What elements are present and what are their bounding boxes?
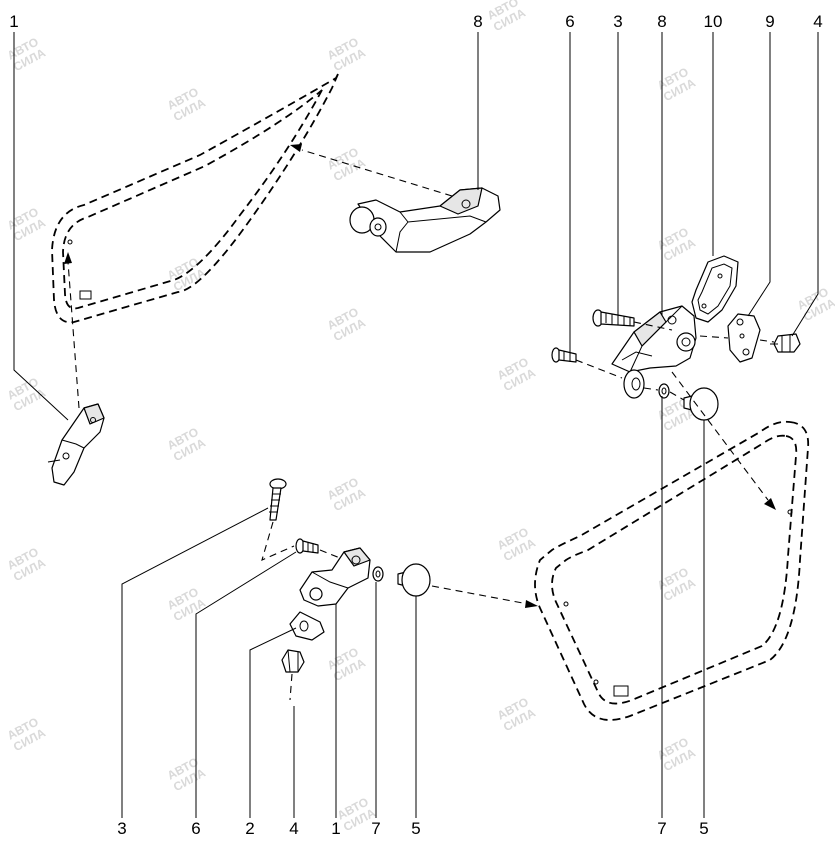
axis-line-screw bbox=[575, 359, 623, 379]
callout-3-bottom: 3 bbox=[117, 819, 126, 838]
axis-line-nut-lower bbox=[289, 673, 293, 701]
callout-10-top: 10 bbox=[704, 12, 723, 31]
callout-2-bottom: 2 bbox=[245, 819, 254, 838]
assembly-arrow-right bbox=[671, 371, 776, 510]
axis-line-plate bbox=[699, 335, 775, 343]
callout-labels: 1 8 6 3 8 10 9 4 3 6 2 4 1 7 5 7 5 bbox=[9, 12, 822, 838]
assembly-arrow-left bbox=[64, 252, 80, 409]
axis-line-bolt-lower bbox=[261, 521, 295, 561]
glass-hinge-lower bbox=[299, 547, 371, 607]
callout-4-top: 4 bbox=[813, 12, 822, 31]
callout-5-bottom-right: 5 bbox=[699, 819, 708, 838]
bolt-lower-long bbox=[269, 478, 287, 521]
callout-7-bottom-right: 7 bbox=[657, 819, 666, 838]
glass-clip-mark-lower bbox=[613, 685, 629, 697]
callout-7-bottom: 7 bbox=[371, 819, 380, 838]
callout-4-bottom: 4 bbox=[289, 819, 298, 838]
callout-6-bottom: 6 bbox=[191, 819, 200, 838]
washer-upper bbox=[623, 369, 645, 399]
mounting-plate bbox=[727, 313, 761, 363]
axis-line-bolt bbox=[633, 321, 673, 331]
hinge-lever-right bbox=[611, 305, 697, 373]
callout-1-bottom: 1 bbox=[331, 819, 340, 838]
seal-plate-lower bbox=[289, 611, 325, 641]
washer-lower bbox=[372, 566, 384, 582]
cover-cap-lower bbox=[397, 563, 431, 597]
leader-lines bbox=[13, 32, 819, 818]
small-ring-upper bbox=[658, 383, 670, 399]
axis-line-screw-lower bbox=[319, 549, 341, 559]
clip-nut-lower bbox=[281, 649, 305, 673]
clip-nut-upper bbox=[770, 333, 801, 353]
lower-glass-outline bbox=[534, 420, 810, 721]
hinge-lever-upper bbox=[349, 187, 501, 253]
callout-8-top-right: 8 bbox=[657, 12, 666, 31]
callout-9-top: 9 bbox=[765, 12, 774, 31]
callout-3-top: 3 bbox=[613, 12, 622, 31]
assembly-arrow-bottom bbox=[431, 585, 538, 608]
callout-5-bottom: 5 bbox=[411, 819, 420, 838]
callout-8-top: 8 bbox=[473, 12, 482, 31]
callout-6-top: 6 bbox=[565, 12, 574, 31]
callout-1-top-left: 1 bbox=[9, 12, 18, 31]
assembly-arrow-top bbox=[290, 144, 453, 197]
screw-upper-short bbox=[551, 347, 577, 363]
cover-cap-upper bbox=[683, 387, 719, 421]
axis-line-washer bbox=[643, 387, 685, 401]
upper-glass-outline bbox=[51, 73, 339, 324]
bolt-upper-long bbox=[592, 309, 635, 327]
glass-hinge-bracket-left bbox=[47, 403, 105, 486]
gasket-plate bbox=[691, 255, 739, 323]
glass-clip-mark bbox=[79, 290, 92, 300]
screw-lower-short bbox=[295, 538, 319, 554]
